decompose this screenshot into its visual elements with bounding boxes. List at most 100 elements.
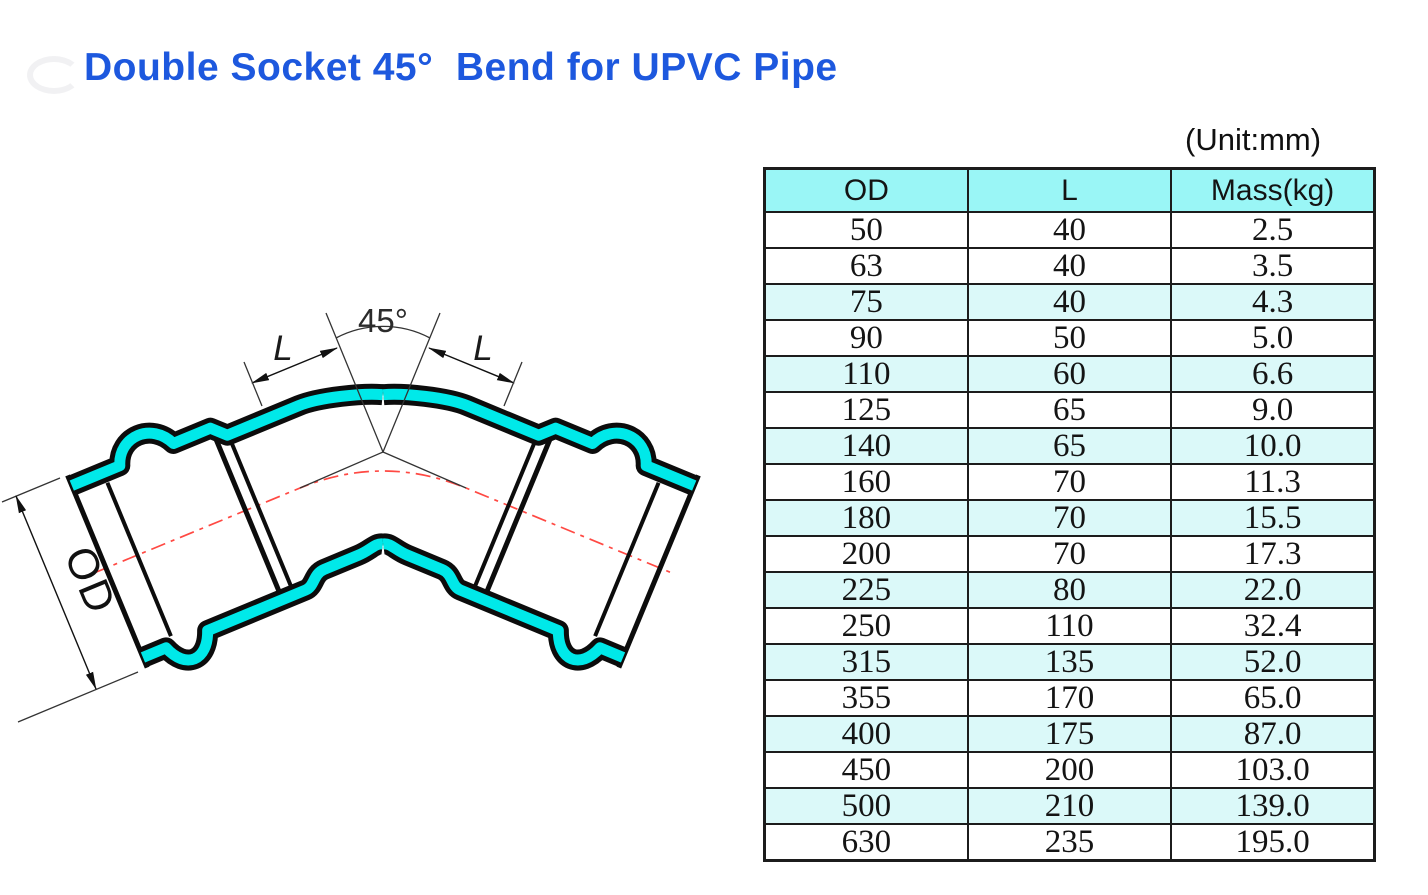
table-cell: 110 [763,355,969,393]
table-cell: 15.5 [1170,499,1376,537]
table-cell: 5.0 [1170,319,1376,357]
length-label-right: L [473,329,492,368]
table-cell: 60 [966,355,1173,393]
table-cell: 500 [763,787,969,825]
table-cell: 3.5 [1170,247,1376,285]
table-cell: 70 [966,463,1173,501]
table-cell: 195.0 [1170,823,1376,862]
table-cell: 400 [763,715,969,753]
angle-arc [335,325,431,339]
table-cell: 65 [966,391,1173,429]
table-cell: 103.0 [1170,751,1376,789]
table-cell: 4.3 [1170,283,1376,321]
table-cell: 2.5 [1170,211,1376,249]
spec-table-header: OD L Mass(kg) [763,167,1376,213]
vertex-line-right [382,451,467,489]
table-cell: 315 [763,643,969,681]
table-cell: 40 [966,211,1173,249]
socket-shoulder-line [229,442,294,589]
table-cell: 90 [763,319,969,357]
table-cell: 52.0 [1170,643,1376,681]
table-cell: 125 [763,391,969,429]
table-cell: 139.0 [1170,787,1376,825]
table-cell: 17.3 [1170,535,1376,573]
table-cell: 10.0 [1170,427,1376,465]
extension-line-od-top [1,477,61,503]
table-cell: 65.0 [1170,679,1376,717]
dim-line-od [15,495,97,690]
table-cell: 175 [966,715,1173,753]
table-cell: 22.0 [1170,571,1376,609]
table-cell: 450 [763,751,969,789]
table-cell: 63 [763,247,969,285]
table-cell: 355 [763,679,969,717]
table-cell: 75 [763,283,969,321]
table-cell: 80 [966,571,1173,609]
dim-line-l-left [251,347,338,384]
angle-label: 45° [358,302,408,339]
angle-line-left [325,312,384,453]
bend-diagram: 45° L L OD [1,302,720,723]
table-cell: 70 [966,499,1173,537]
page-title: Double Socket 45° Bend for UPVC Pipe [84,46,838,89]
vertex-line-left [299,451,384,489]
extension-line-l-right [503,361,523,407]
dim-line-l-right [428,347,515,384]
table-cell: 40 [966,283,1173,321]
table-cell: 70 [966,535,1173,573]
table-cell: 11.3 [1170,463,1376,501]
table-cell: 225 [763,571,969,609]
socket-shoulder-line [212,435,282,593]
table-cell: 200 [966,751,1173,789]
table-cell: 250 [763,607,969,645]
col-header-l: L [966,167,1173,213]
table-cell: 135 [966,643,1173,681]
watermark-logo-icon [27,56,81,94]
table-cell: 6.6 [1170,355,1376,393]
table-cell: 200 [763,535,969,573]
unit-note: (Unit:mm) [1185,122,1322,157]
table-cell: 110 [966,607,1173,645]
table-cell: 9.0 [1170,391,1376,429]
table-cell: 32.4 [1170,607,1376,645]
header-row: OD L Mass(kg) [763,167,1376,213]
socket-mouth-line [105,481,173,637]
table-cell: 40 [966,247,1173,285]
centerline [93,470,673,574]
table-cell: 65 [966,427,1173,465]
col-header-od: OD [763,167,969,213]
table-cell: 140 [763,427,969,465]
table-cell: 50 [966,319,1173,357]
length-label-left: L [273,329,292,368]
col-header-mass: Mass(kg) [1170,167,1376,213]
table-cell: 210 [966,787,1173,825]
table-cell: 50 [763,211,969,249]
table-cell: 160 [763,463,969,501]
table-cell: 180 [763,499,969,537]
table-cell: 630 [763,823,969,862]
table-cell: 87.0 [1170,715,1376,753]
angle-line-right [382,312,441,453]
table-cell: 235 [966,823,1173,862]
